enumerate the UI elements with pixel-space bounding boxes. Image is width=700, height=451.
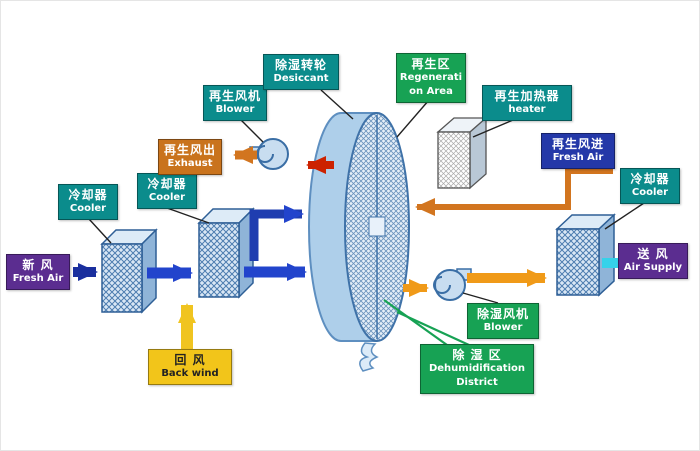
pointer-lines [88, 89, 645, 304]
desiccant-wheel [308, 112, 410, 372]
cooler-block-right [555, 213, 616, 297]
wheel-ribbon [359, 342, 379, 372]
heater-block [436, 116, 488, 190]
cooler-block-2 [197, 207, 255, 299]
dehum-fan [433, 268, 472, 301]
arrow-bent-to-wheel-top [249, 205, 304, 261]
dehum-district-pointers [383, 299, 470, 346]
arrow-regen-air-to-wheel [415, 168, 613, 216]
wheel-hub [368, 216, 386, 237]
